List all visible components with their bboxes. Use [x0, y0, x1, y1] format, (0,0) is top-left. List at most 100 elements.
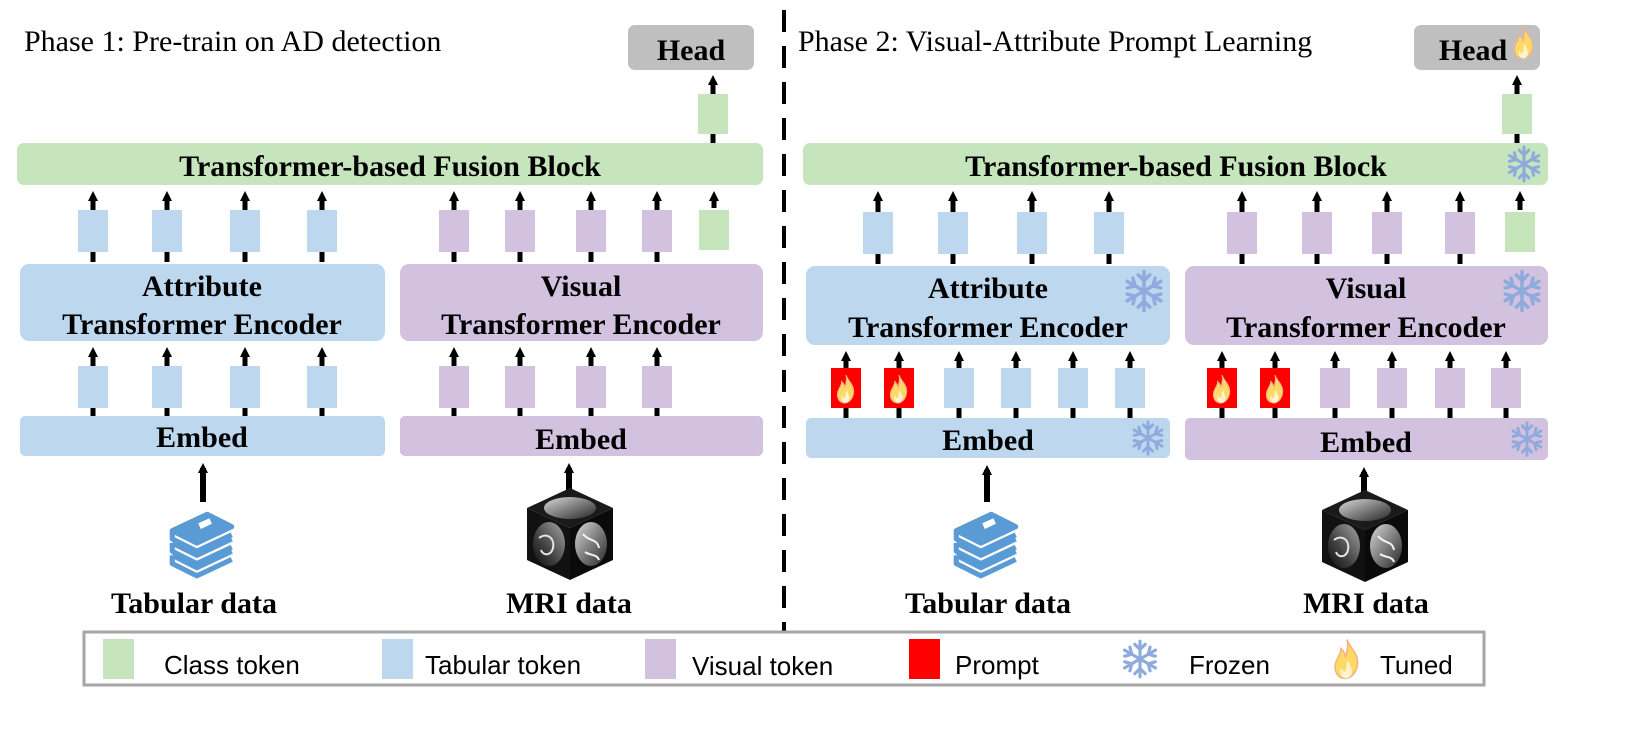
phase1-vis-encoder-line1: Visual: [541, 270, 622, 303]
phase2-upper-vis-token-3: [1372, 191, 1402, 264]
phase2-fusion-label: Transformer-based Fusion Block: [965, 150, 1387, 183]
legend-label-tuned: Tuned: [1380, 650, 1453, 680]
phase2-upper-vis-token-2: [1302, 191, 1332, 264]
phase1-lower-vis-token-2: [505, 347, 535, 416]
phase2-embed-mri: [1185, 418, 1548, 460]
phase2-head-label: Head: [1439, 34, 1508, 67]
legend-label-tabular-token: Tabular token: [425, 650, 581, 680]
phase1-head-label: Head: [657, 34, 726, 67]
phase1-mri-cube-icon: [526, 487, 614, 581]
phase1-attribute-encoder: [20, 264, 385, 341]
legend-label-frozen: Frozen: [1189, 650, 1270, 680]
legend-label-visual-token: Visual token: [692, 651, 833, 681]
legend-swatch-tabular-token: [382, 639, 413, 679]
phase1-embed-mri: [400, 416, 763, 456]
legend-swatch-visual-token: [645, 639, 676, 679]
phase1-mri-data-label: MRI data: [506, 587, 632, 620]
phase2-upper-tabular-tokens: [863, 191, 1124, 264]
phase2-upper-tab-token-3: [1017, 191, 1047, 264]
phase2-upper-tab-token-1: [863, 191, 893, 264]
phase1-upper-vis-token-3: [576, 191, 606, 262]
phase1-upper-vis-token-4: [642, 191, 672, 262]
phase2-title: Phase 2: Visual-Attribute Prompt Learnin…: [798, 25, 1312, 58]
phase2-lower-tab-token-1: [944, 351, 974, 418]
phase1-fusion-label: Transformer-based Fusion Block: [179, 150, 601, 183]
phase1-visual-encoder: [400, 264, 763, 341]
legend-item-prompt: Prompt: [909, 639, 1040, 680]
phase2-lower-vis-token-3: [1435, 351, 1465, 418]
phase1-lower-vis-token-3: [576, 347, 606, 416]
phase1-lower-tab-token-3: [230, 347, 260, 416]
legend-item-class-token: Class token: [103, 639, 300, 680]
phase1-upper-tab-token-4: [307, 191, 337, 262]
phase2-tabular-data-label: Tabular data: [905, 587, 1071, 620]
phase2-lower-vis-token-1: [1320, 351, 1350, 418]
phase1-lower-vis-token-4: [642, 347, 672, 416]
phase2-lower-vis-token-2: [1377, 351, 1407, 418]
phase2-lower-tab-token-2: [1001, 351, 1031, 418]
phase2-vis-prompt-2: [1260, 351, 1290, 418]
phase1-fusion-block: [17, 143, 763, 185]
phase1-upper-vis-token-2: [505, 191, 535, 262]
legend-frame: [82, 630, 1486, 687]
phase2-lower-vis-token-4: [1491, 351, 1521, 418]
phase2-upper-vis-token-4: [1445, 191, 1475, 264]
phase2-attr-prompts: [831, 351, 914, 418]
phase1-head-box: [628, 25, 754, 70]
phase1-class-token-in: [699, 191, 729, 250]
phase2-embed-tabular: [806, 418, 1170, 458]
phase1-embed-tab-label: Embed: [156, 421, 248, 454]
phase2-lower-tab-token-4: [1115, 351, 1145, 418]
phase2-panel: Phase 2: Visual-Attribute Prompt Learnin…: [798, 25, 1548, 620]
phase2-lower-tabular-tokens: [944, 351, 1145, 418]
phase2-upper-tab-token-2: [938, 191, 968, 264]
legend-swatch-class-token: [103, 639, 134, 679]
phase2-lower-tab-token-3: [1058, 351, 1088, 418]
phase1-upper-tab-token-1: [78, 191, 108, 262]
phase2-mri-data-label: MRI data: [1303, 587, 1429, 620]
phase2-head-box: [1414, 25, 1540, 70]
phase1-tabular-data-label: Tabular data: [111, 587, 277, 620]
phase2-attr-encoder-line2: Transformer Encoder: [848, 311, 1128, 344]
phase2-lower-visual-tokens: [1320, 351, 1521, 418]
phase2-mri-cube-icon: [1321, 489, 1409, 583]
phase2-attr-prompt-1: [831, 351, 861, 418]
legend-swatch-prompt: [909, 639, 940, 679]
phase2-embed-tab-label: Embed: [942, 424, 1034, 457]
phase2-embed-mri-label: Embed: [1320, 426, 1412, 459]
phase1-title: Phase 1: Pre-train on AD detection: [24, 25, 441, 58]
legend-item-frozen: Frozen: [1122, 639, 1270, 680]
phase2-visual-encoder: [1185, 266, 1548, 345]
phase1-upper-tabular-tokens: [78, 191, 337, 262]
phase2-class-token-in: [1505, 191, 1535, 252]
phase1-vis-encoder-line2: Transformer Encoder: [441, 308, 721, 341]
phase1-embed-mri-label: Embed: [535, 423, 627, 456]
phase1-class-token-out: [698, 94, 728, 134]
phase2-vis-prompts: [1207, 351, 1290, 418]
phase1-lower-tabular-tokens: [78, 347, 337, 416]
phase1-tabular-data-icon: [172, 514, 231, 576]
phase2-upper-vis-token-1: [1227, 191, 1257, 264]
phase1-lower-tab-token-2: [152, 347, 182, 416]
phase2-attribute-encoder: [806, 266, 1170, 345]
phase2-upper-visual-tokens: [1227, 191, 1475, 264]
phase1-lower-vis-token-1: [439, 347, 469, 416]
phase1-upper-tab-token-2: [152, 191, 182, 262]
legend: Class token Tabular token Visual token P…: [82, 630, 1486, 687]
legend-item-tabular-token: Tabular token: [382, 639, 581, 680]
phase2-class-token-out: [1502, 94, 1532, 134]
phase1-attr-encoder-line2: Transformer Encoder: [62, 308, 342, 341]
legend-item-tuned: Tuned: [1334, 638, 1453, 680]
phase2-attr-prompt-2: [884, 351, 914, 418]
phase2-tabular-data-icon: [956, 514, 1015, 576]
phase2-vis-encoder-line2: Transformer Encoder: [1226, 311, 1506, 344]
phase2-upper-tab-token-4: [1094, 191, 1124, 264]
phase1-lower-tab-token-4: [307, 347, 337, 416]
phase1-upper-tab-token-3: [230, 191, 260, 262]
phase2-attr-encoder-line1: Attribute: [928, 272, 1048, 305]
phase1-upper-vis-token-1: [439, 191, 469, 262]
legend-label-class-token: Class token: [164, 650, 300, 680]
phase2-vis-encoder-line1: Visual: [1326, 272, 1407, 305]
phase2-vis-prompt-1: [1207, 351, 1237, 418]
